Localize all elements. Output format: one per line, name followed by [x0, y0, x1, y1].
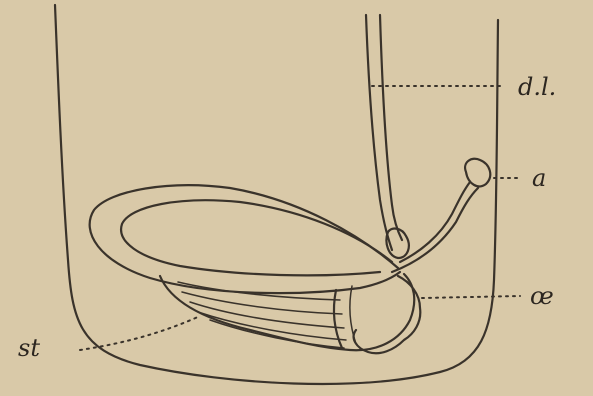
label-oe: œ	[530, 282, 554, 310]
label-a: a	[532, 164, 546, 192]
label-st: st	[18, 334, 40, 362]
label-dl: d.l.	[518, 73, 556, 101]
